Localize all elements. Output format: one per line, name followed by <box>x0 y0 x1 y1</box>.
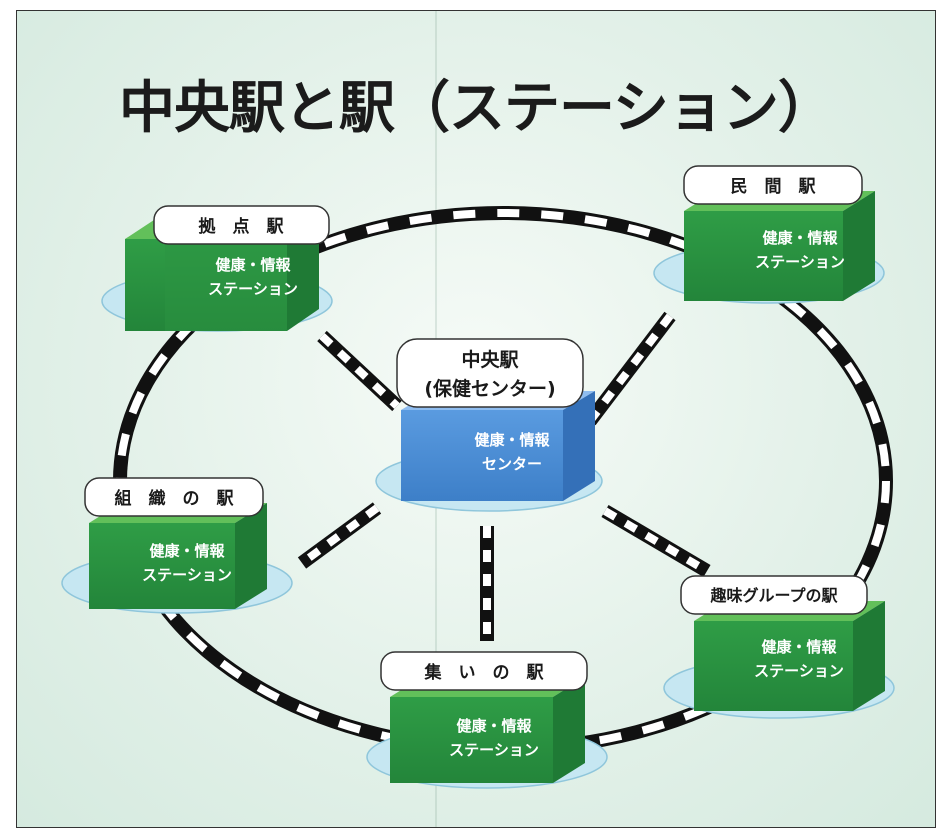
station-box-line2: ステーション <box>449 741 539 759</box>
station-label-tsudoi: 集 い の 駅 <box>424 662 545 683</box>
station-label-pill <box>380 651 588 691</box>
station-diagram: 拠 点 駅 健康・情報 ステーション 民 間 駅 健康・情報 ステーション 中央… <box>61 165 895 789</box>
spoke-kyoten <box>317 330 402 412</box>
station-kyoten: 拠 点 駅 健康・情報 ステーション <box>101 205 333 332</box>
station-box-line1: 健康・情報 <box>456 717 532 735</box>
station-minkan: 民 間 駅 健康・情報 ステーション <box>653 165 885 304</box>
station-box-line1: 健康・情報 <box>215 256 291 274</box>
station-center: 中央駅 (保健センター) 健康・情報 センター <box>375 338 603 512</box>
diagram-frame: 中央駅と駅（ステーション） <box>16 10 936 828</box>
center-box-line1: 健康・情報 <box>474 431 550 449</box>
station-box-line2: ステーション <box>754 662 844 680</box>
diagram-title: 中央駅と駅（ステーション） <box>119 76 834 141</box>
spoke-soshiki <box>297 502 382 569</box>
station-box-line1: 健康・情報 <box>762 229 838 247</box>
station-box-line1: 健康・情報 <box>761 638 837 656</box>
spoke-minkan <box>584 311 676 426</box>
station-label-pill <box>153 205 330 245</box>
station-box-line1: 健康・情報 <box>149 542 225 560</box>
station-box-line2: ステーション <box>142 566 232 584</box>
station-label-pill <box>680 575 868 615</box>
station-label-kyoten: 拠 点 駅 <box>199 216 285 237</box>
station-label-minkan: 民 間 駅 <box>731 177 817 197</box>
station-box-line2: ステーション <box>208 280 298 298</box>
center-label-pill <box>396 338 584 408</box>
station-shumi: 趣味グループの駅 健康・情報 ステーション <box>663 575 895 719</box>
station-box-line2: ステーション <box>755 253 845 271</box>
station-label-pill <box>683 165 863 205</box>
station-label-shumi: 趣味グループの駅 <box>709 586 838 605</box>
center-label-line1: 中央駅 <box>461 348 519 371</box>
station-label-pill <box>84 477 264 517</box>
station-tsudoi: 集 い の 駅 健康・情報 ステーション <box>366 651 608 789</box>
center-box-line2: センター <box>482 455 542 473</box>
station-soshiki: 組 織 の 駅 健康・情報 ステーション <box>61 477 293 614</box>
spoke-shumi <box>601 504 711 578</box>
spoke-tracks <box>297 311 711 641</box>
center-label-line2: (保健センター) <box>424 377 555 400</box>
station-label-soshiki: 組 織 の 駅 <box>115 488 235 509</box>
